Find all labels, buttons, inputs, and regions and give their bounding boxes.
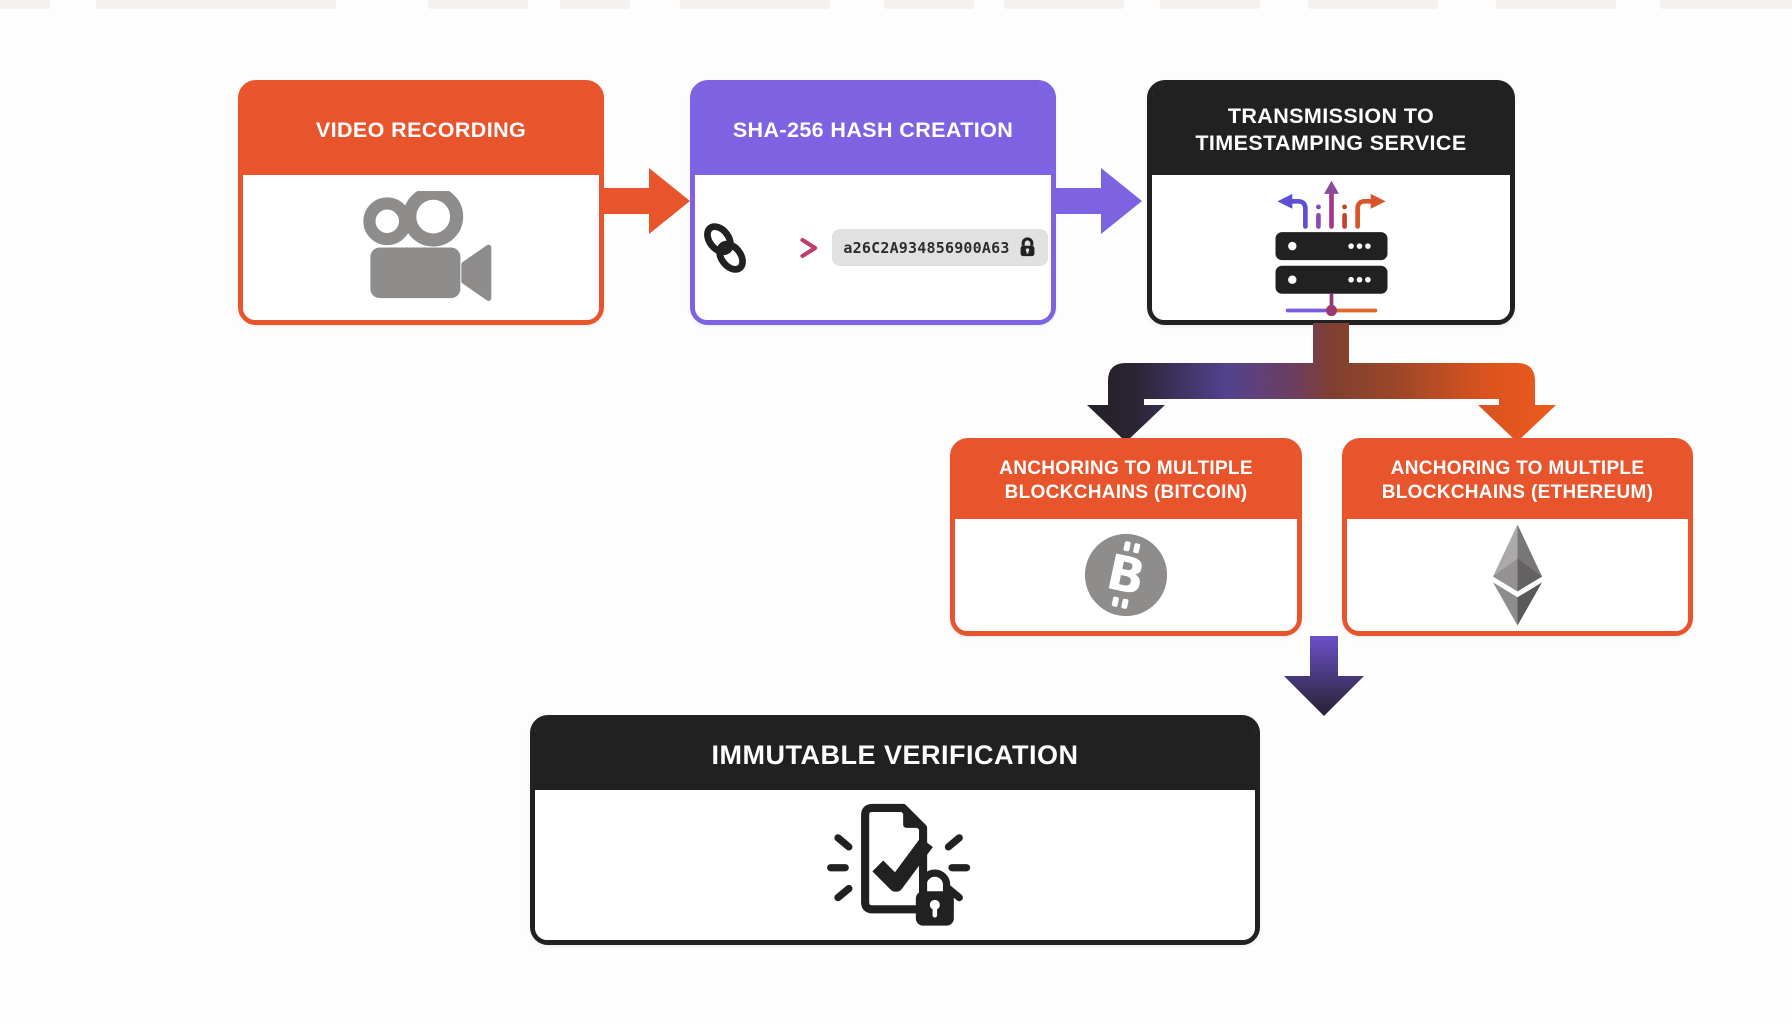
node-anchoring-bitcoin: ANCHORING TO MULTIPLE BLOCKCHAINS (BITCO… [950,438,1302,636]
node-sha256-header: SHA-256 HASH CREATION [695,85,1051,175]
chain-link-icon [704,222,747,273]
bitcoin-icon: B [1084,533,1168,617]
node-sha256-hash-creation: SHA-256 HASH CREATION a26C2A93485690 [690,80,1056,325]
node-transmission-body [1152,175,1510,320]
node-title: IMMUTABLE VERIFICATION [711,739,1079,770]
flow-arrow-hash-to-transmission [1056,168,1142,234]
node-title: SHA-256 HASH CREATION [732,117,1014,142]
hash-value-pill: a26C2A934856900A63 [832,229,1048,266]
node-title: VIDEO RECORDING [315,117,527,142]
node-bitcoin-header: ANCHORING TO MULTIPLE BLOCKCHAINS (BITCO… [955,443,1297,519]
decor-strip-segment [680,0,830,9]
node-verification-body [535,790,1255,940]
node-video-recording-header: VIDEO RECORDING [243,85,599,175]
flow-arrow-video-to-hash [604,168,690,234]
decor-strip-segment [96,0,336,9]
ethereum-icon [1492,524,1543,626]
node-ethereum-body [1347,519,1688,631]
node-video-recording: VIDEO RECORDING [238,80,604,325]
node-bitcoin-body: B [955,519,1297,631]
branch-connector-arrows [1087,323,1556,442]
down-arrow-to-verification [1284,636,1364,716]
decor-strip-segment [1160,0,1260,9]
video-camera-icon [363,191,492,301]
hash-value: a26C2A934856900A63 [843,238,1010,257]
gradient-arrow-icon [764,237,818,258]
timestamp-server-icon [1275,180,1387,316]
node-video-recording-body [243,175,599,320]
node-transmission-header: TRANSMISSION TO TIMESTAMPING SERVICE [1152,85,1510,175]
decor-strip-segment [1004,0,1124,9]
decor-strip-segment [884,0,974,9]
decor-strip-segment [1496,0,1616,9]
node-sha256-body: a26C2A934856900A63 [695,175,1051,320]
node-transmission-timestamping: TRANSMISSION TO TIMESTAMPING SERVICE [1147,80,1515,325]
node-immutable-verification: IMMUTABLE VERIFICATION [530,715,1260,945]
decor-strip-segment [428,0,528,9]
decor-strip-segment [0,0,50,9]
node-title: ANCHORING TO MULTIPLE BLOCKCHAINS (ETHER… [1381,458,1654,503]
decor-strip-segment [560,0,630,9]
node-verification-header: IMMUTABLE VERIFICATION [535,720,1255,790]
node-title: ANCHORING TO MULTIPLE BLOCKCHAINS (BITCO… [999,458,1253,503]
lock-icon [1020,237,1034,257]
verified-document-icon [827,803,971,926]
decor-strip-segment [1660,0,1792,9]
node-ethereum-header: ANCHORING TO MULTIPLE BLOCKCHAINS (ETHER… [1347,443,1688,519]
node-title: TRANSMISSION TO TIMESTAMPING SERVICE [1195,104,1467,155]
decor-strip-segment [1308,0,1438,9]
node-anchoring-ethereum: ANCHORING TO MULTIPLE BLOCKCHAINS (ETHER… [1342,438,1693,636]
